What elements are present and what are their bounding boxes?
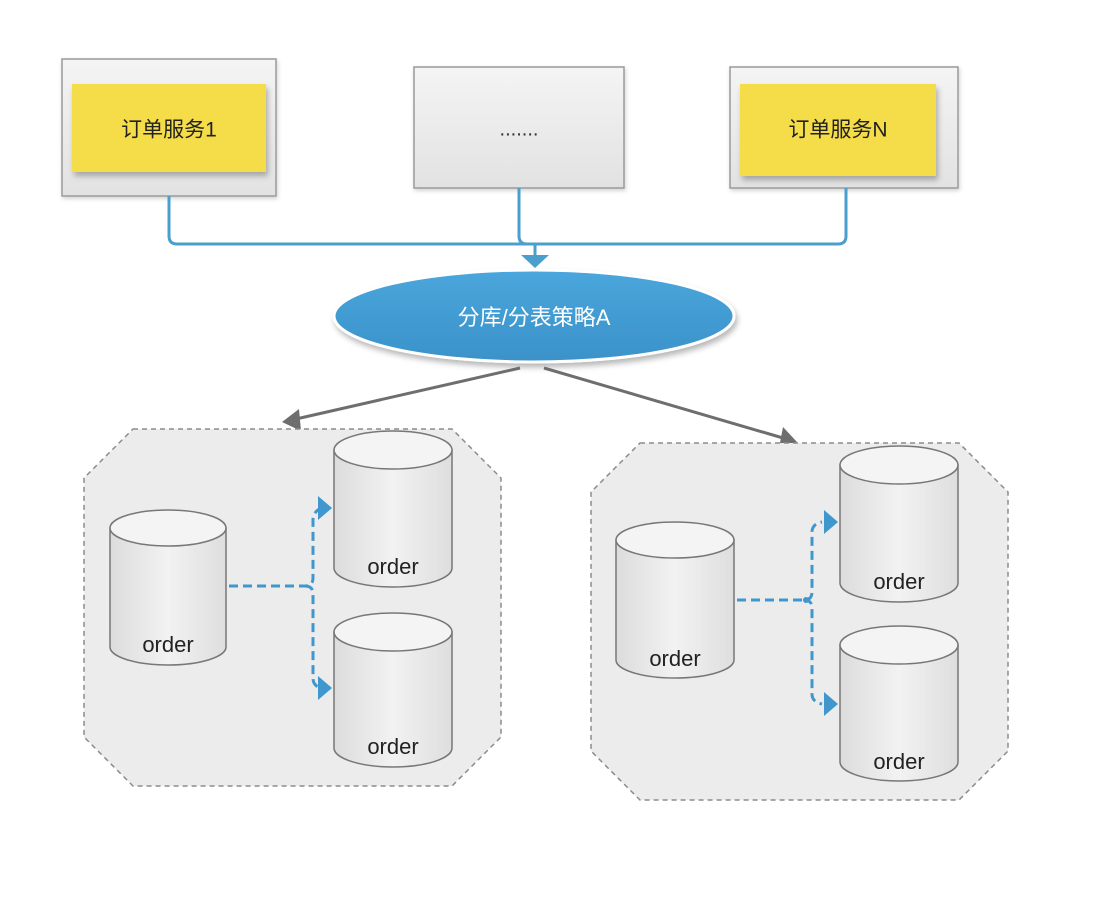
arrow-head-cluster-1 <box>282 409 301 431</box>
target-db-label: order <box>367 734 418 759</box>
service-label-n: 订单服务N <box>788 119 887 142</box>
replication-line-lower <box>304 584 322 690</box>
source-db-label: order <box>649 646 700 671</box>
service-box-1: 订单服务1 <box>61 58 277 197</box>
target-db-cylinder: order <box>839 625 959 782</box>
connector-service-ellipsis <box>517 188 535 246</box>
target-db-cylinder: order <box>839 445 959 603</box>
target-db-label: order <box>873 749 924 774</box>
source-db-cylinder: order <box>109 509 227 666</box>
arrow-to-cluster-1 <box>295 366 521 421</box>
connector-service-1 <box>167 196 535 246</box>
target-db-label: order <box>873 569 924 594</box>
service-label-card-1 <box>72 84 266 172</box>
strategy-to-cluster-arrows <box>282 366 797 448</box>
source-db-label: order <box>142 632 193 657</box>
service-label-card-n <box>740 84 936 176</box>
replication-lines <box>229 506 322 690</box>
strategy-node: 分库/分表策略A <box>332 268 736 364</box>
service-label-1: 订单服务1 <box>121 119 217 142</box>
connector-service-n <box>535 188 848 246</box>
replication-arrowhead-lower <box>824 692 838 716</box>
service-label-ellipsis: ....... <box>500 118 539 140</box>
target-db-label: order <box>367 554 418 579</box>
service-connectors <box>167 188 848 256</box>
target-db-cylinder: order <box>333 612 453 768</box>
connector-arrowhead <box>521 255 549 268</box>
arrow-head-cluster-2 <box>779 427 797 448</box>
replication-arrowhead-lower <box>318 676 332 700</box>
replication-junction <box>803 597 809 603</box>
service-box-n: 订单服务N <box>729 66 959 189</box>
source-db-cylinder: order <box>615 521 735 679</box>
service-box-ellipsis: ....... <box>413 66 625 189</box>
db-cluster-1: order order order <box>83 428 502 787</box>
replication-arrowhead-upper <box>318 496 332 520</box>
db-cluster-2: order order order <box>590 442 1009 801</box>
strategy-label: 分库/分表策略A <box>458 305 611 330</box>
arrow-to-cluster-2 <box>543 366 784 440</box>
replication-arrowhead-upper <box>824 510 838 534</box>
target-db-cylinder: order <box>333 430 453 588</box>
